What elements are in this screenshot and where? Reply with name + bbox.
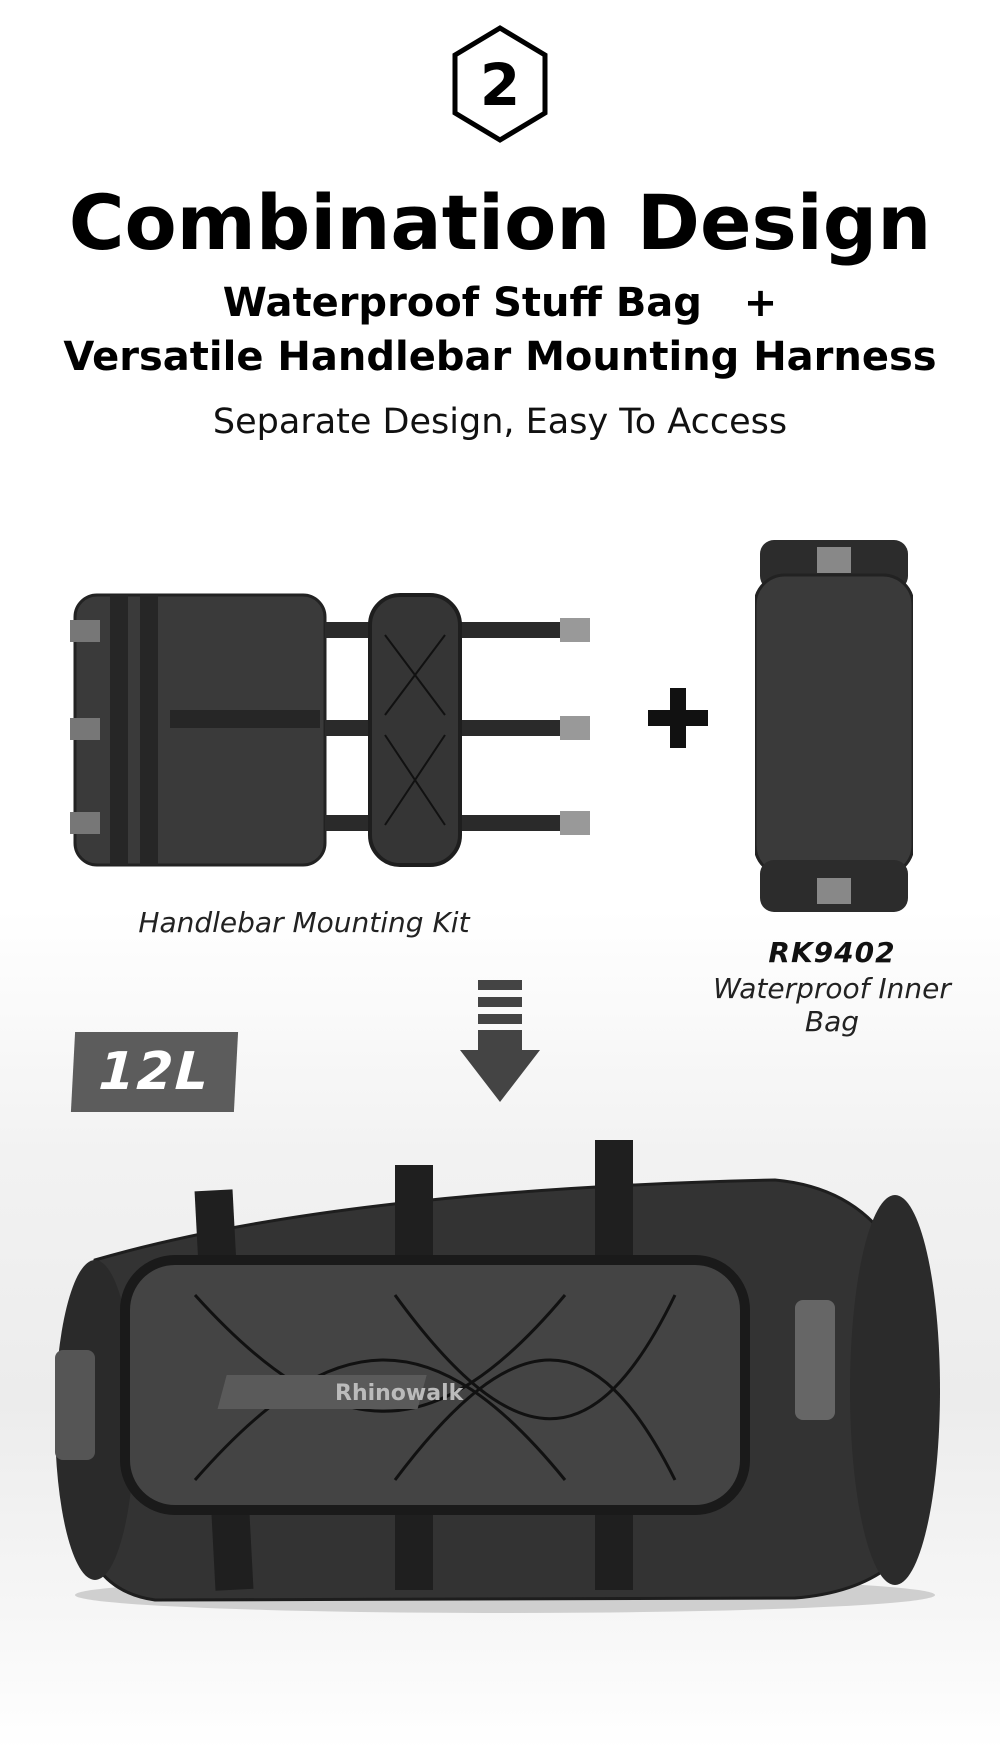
subtitle-line-2: Versatile Handlebar Mounting Harness [63,334,937,380]
assembled-handlebar-bag-image: Rhinowalk [55,1140,940,1613]
capacity-badge: 12L [70,1032,239,1112]
kit-label: Handlebar Mounting Kit [138,906,470,939]
subtitle-line-1: Waterproof Stuff Bag + [222,280,778,326]
inner-bag-model: RK9402 [768,936,896,969]
inner-bag-label: Waterproof Inner Bag [713,972,951,1038]
handlebar-mounting-kit-image [70,593,590,867]
step-number: 2 [480,51,520,119]
step-number-hexagon-icon: 2 [452,25,548,143]
plus-icon [648,688,708,748]
tagline: Separate Design, Easy To Access [212,402,788,442]
waterproof-inner-bag-image [755,540,913,912]
arrow-down-icon [460,980,540,1102]
brand-logo: Rhinowalk [335,1381,465,1406]
page-title: Combination Design [68,178,932,267]
